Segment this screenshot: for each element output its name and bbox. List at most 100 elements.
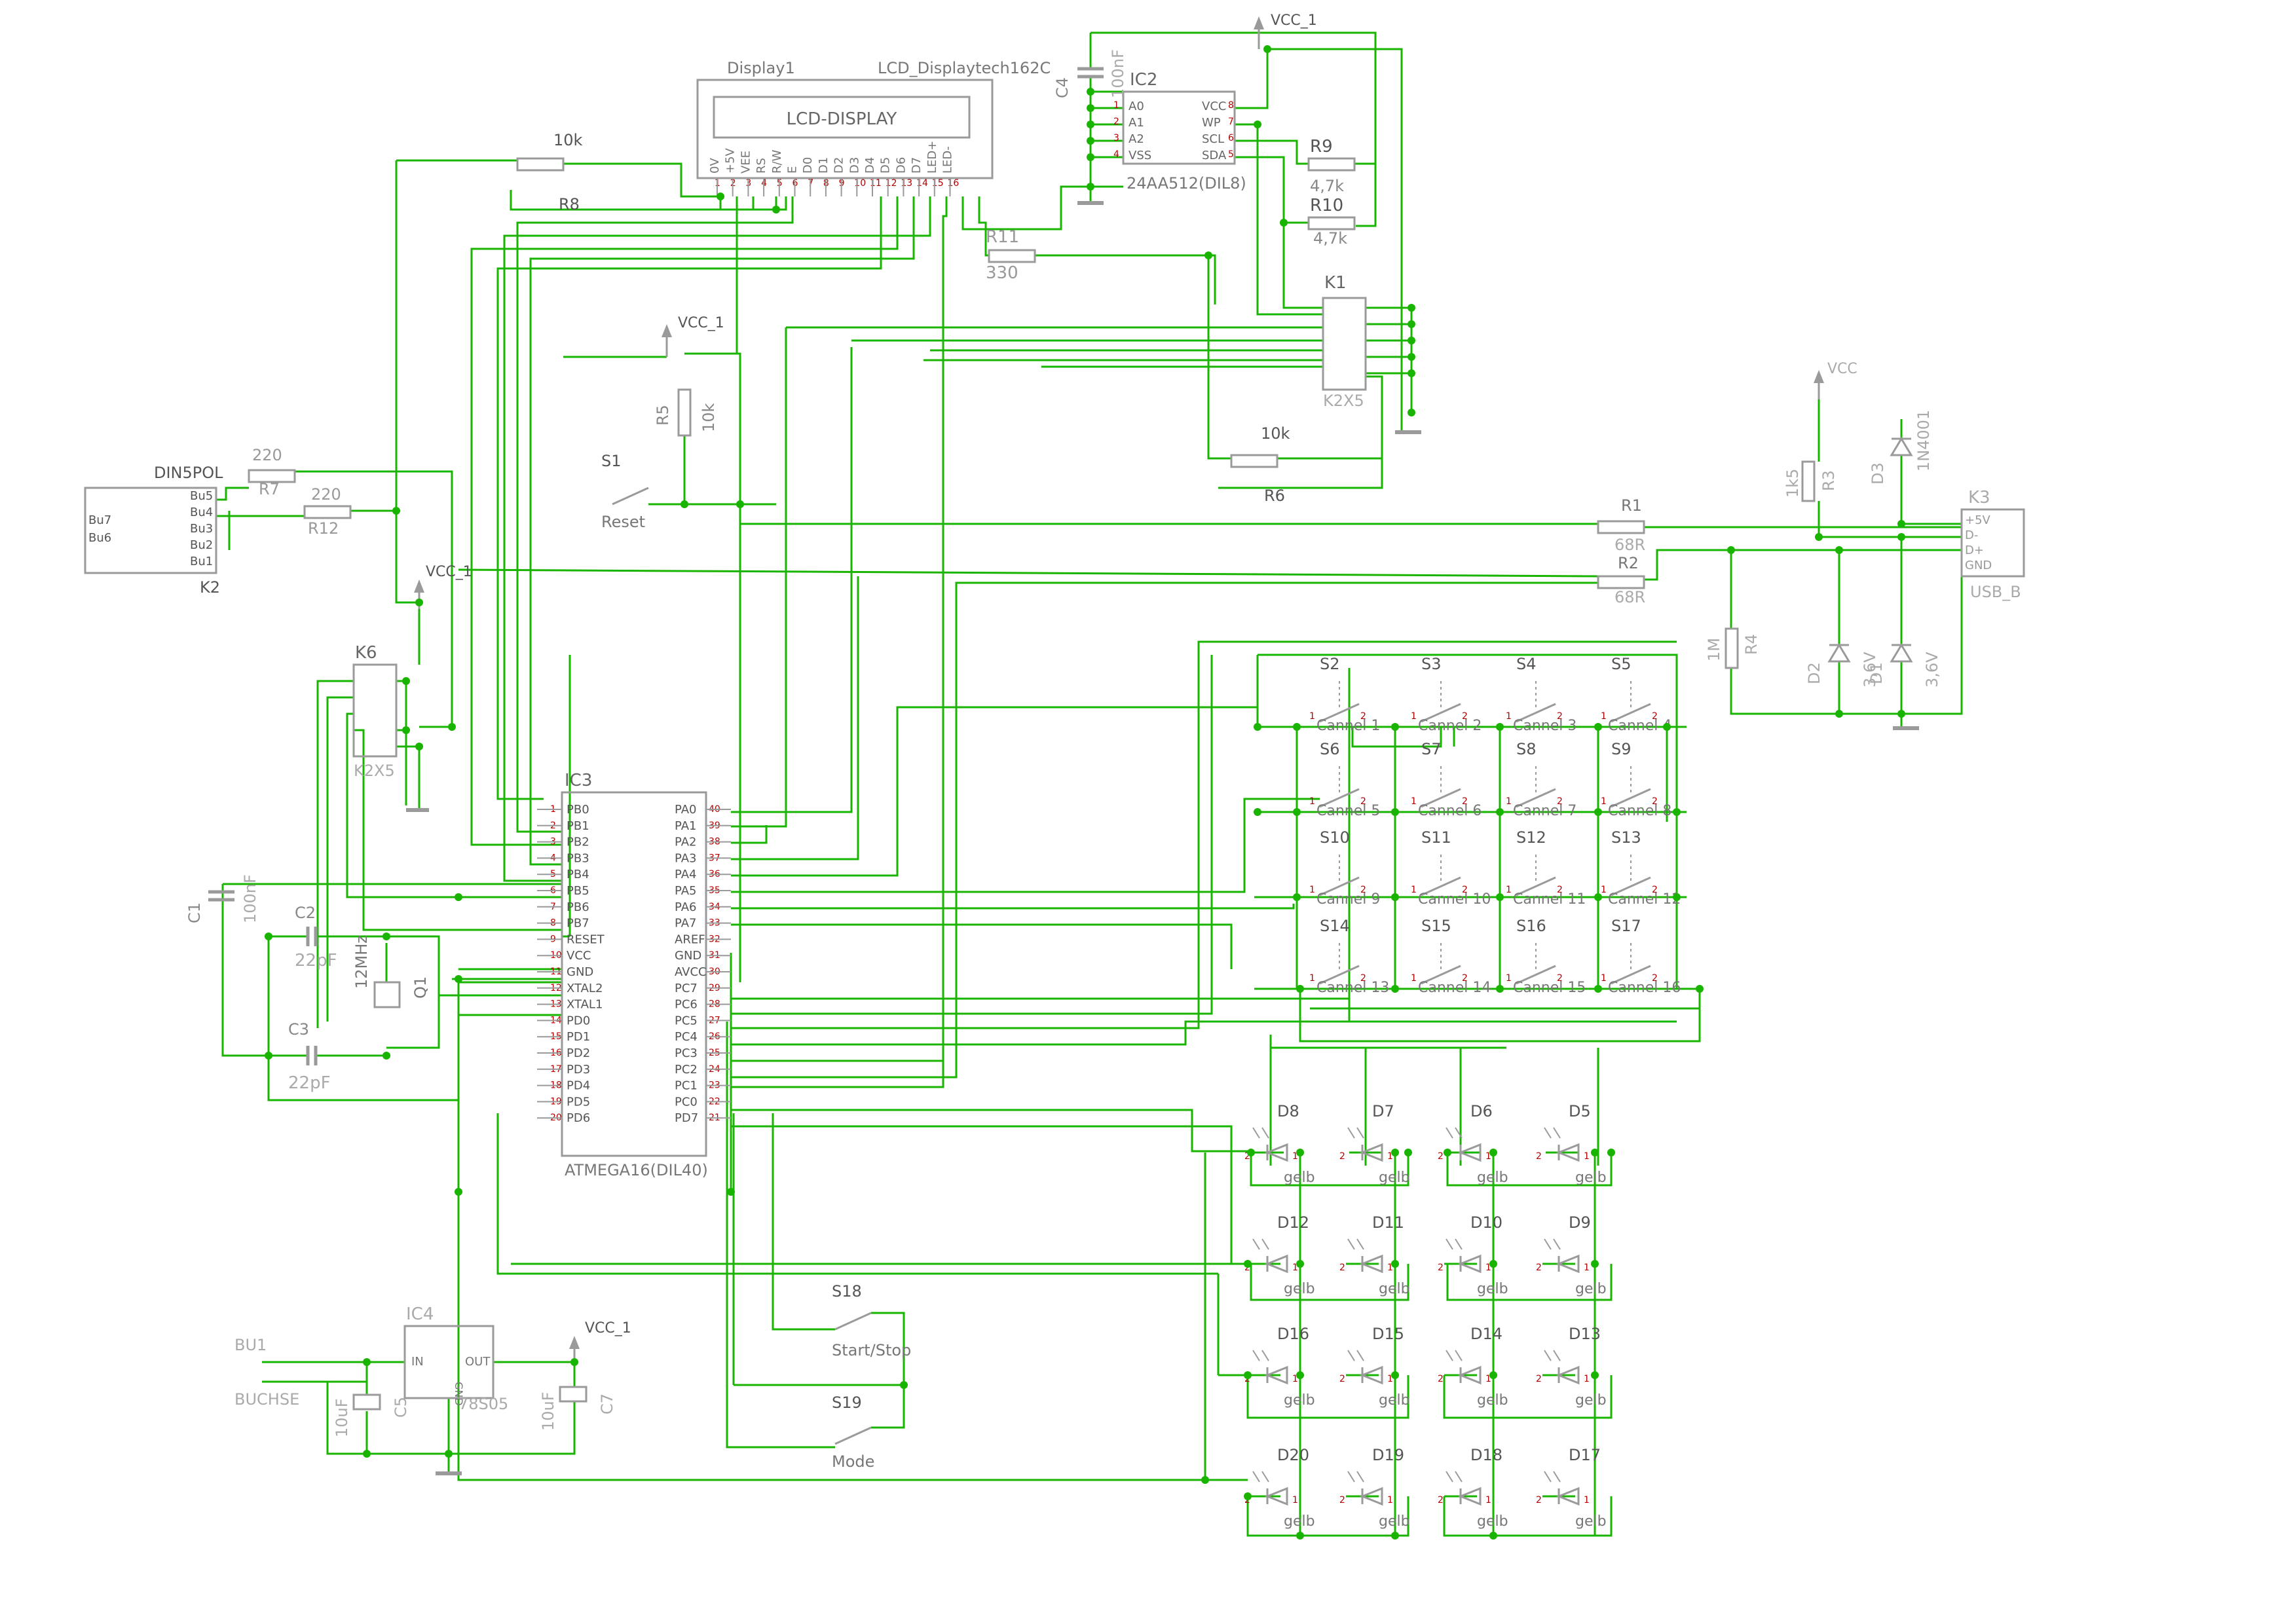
led-arrow bbox=[1544, 1350, 1552, 1361]
led-name: D5 bbox=[1569, 1102, 1591, 1120]
channel-switch-name: S13 bbox=[1611, 828, 1641, 847]
wire bbox=[731, 1020, 1677, 1046]
channel-switch-label: Cannel 5 bbox=[1316, 803, 1380, 819]
wire bbox=[457, 1126, 1205, 1481]
mcu-right-pin-pa0: PA0 bbox=[675, 803, 696, 817]
junction-dot bbox=[1293, 723, 1301, 731]
capacitor-c2: C2 22pF bbox=[295, 904, 337, 970]
lcd-pin-number: 12 bbox=[886, 178, 897, 189]
switch-lever bbox=[1319, 876, 1360, 896]
junction-dot bbox=[1391, 893, 1399, 901]
channel-switch-name: S3 bbox=[1421, 655, 1442, 673]
mcu-left-pin-pd0: PD0 bbox=[567, 1014, 590, 1027]
k2-pin-bu1: Bu1 bbox=[190, 555, 213, 568]
led-body bbox=[1457, 1143, 1482, 1162]
wire bbox=[396, 745, 420, 810]
eeprom-pin-number: 3 bbox=[1113, 133, 1119, 143]
lcd-pin-16: LED- bbox=[941, 146, 955, 174]
wire bbox=[326, 1382, 368, 1455]
wire bbox=[470, 196, 899, 846]
led-arrow bbox=[1356, 1471, 1364, 1483]
channel-switch-label: Cannel 3 bbox=[1513, 718, 1577, 734]
led-body bbox=[1359, 1365, 1383, 1385]
led-color: gelb bbox=[1575, 1170, 1607, 1186]
c1-value: 100nF bbox=[241, 874, 259, 923]
led-arrow bbox=[1455, 1350, 1463, 1361]
switch-pin-number: 1 bbox=[1411, 885, 1417, 895]
led-pin-number: 1 bbox=[1485, 1263, 1491, 1273]
led-color: gelb bbox=[1379, 1281, 1410, 1297]
led-color: gelb bbox=[1284, 1170, 1315, 1186]
junction-dot bbox=[1244, 1371, 1252, 1379]
led-arrow bbox=[1553, 1350, 1561, 1361]
mcu-left-pin-pd6: PD6 bbox=[567, 1111, 590, 1125]
k2-pin-bu5: Bu5 bbox=[190, 489, 213, 503]
eeprom-right-pin: WP bbox=[1202, 116, 1221, 130]
c4-value: 100nF bbox=[1109, 49, 1127, 98]
led-arrow bbox=[1553, 1238, 1561, 1250]
c2-value: 22pF bbox=[295, 951, 337, 970]
led-pin-number: 2 bbox=[1536, 1495, 1542, 1505]
q1-name: Q1 bbox=[411, 976, 430, 999]
junction-dot bbox=[900, 1381, 908, 1389]
led-name: D18 bbox=[1470, 1446, 1502, 1464]
junction-dot bbox=[1489, 1371, 1497, 1379]
led-arrow bbox=[1544, 1127, 1552, 1139]
eeprom-pin-number: 2 bbox=[1113, 117, 1119, 127]
mcu-left-pin-pb4: PB4 bbox=[567, 868, 589, 881]
channel-switch-name: S11 bbox=[1421, 828, 1451, 847]
led-pin-number: 2 bbox=[1244, 1151, 1250, 1162]
junction-dot bbox=[570, 1358, 578, 1366]
junction-dot bbox=[1087, 120, 1094, 128]
mcu-right-pin-pc5: PC5 bbox=[675, 1014, 698, 1027]
channel-switch-name: S10 bbox=[1320, 828, 1350, 847]
bu1-model: BUCHSE bbox=[234, 1390, 299, 1409]
led-pin-number: 2 bbox=[1244, 1495, 1250, 1505]
channel-switch-label: Cannel 7 bbox=[1513, 803, 1577, 819]
junction-dot bbox=[363, 1450, 371, 1458]
junction-dot bbox=[1727, 546, 1735, 554]
channel-switch-name: S9 bbox=[1611, 740, 1632, 758]
junction-dot bbox=[382, 932, 390, 940]
led-pin-number: 1 bbox=[1292, 1263, 1298, 1273]
c2-name: C2 bbox=[295, 904, 316, 922]
mcu-right-pin-pa5: PA5 bbox=[675, 884, 696, 898]
led-name: D15 bbox=[1372, 1325, 1404, 1343]
switch-pin-number: 2 bbox=[1557, 711, 1563, 722]
eeprom-left-pin: A1 bbox=[1129, 116, 1144, 130]
junction-dot bbox=[1408, 337, 1415, 344]
switch-pin-number: 1 bbox=[1601, 796, 1607, 807]
channel-switch-name: S6 bbox=[1320, 740, 1340, 758]
lcd-pin-4: RS bbox=[755, 158, 768, 174]
junction-dots bbox=[265, 45, 1905, 1540]
mcu-left-pin-xtal1: XTAL1 bbox=[567, 998, 603, 1012]
vcc-label-ic4: VCC_1 bbox=[585, 1320, 631, 1337]
channel-switch-name: S8 bbox=[1516, 740, 1537, 758]
led-body bbox=[1359, 1143, 1383, 1162]
wire bbox=[736, 196, 740, 355]
junction-dot bbox=[1594, 893, 1602, 901]
resistor-r11: R11 330 bbox=[986, 227, 1036, 283]
led-body bbox=[1556, 1486, 1580, 1506]
lcd-pin-8: D1 bbox=[817, 157, 830, 174]
channel-switch-name: S4 bbox=[1516, 655, 1537, 673]
junction-dot bbox=[1201, 1476, 1209, 1484]
r6-value: 10k bbox=[1261, 424, 1290, 443]
led-arrow bbox=[1347, 1238, 1355, 1250]
mcu-left-pin-pb3: PB3 bbox=[567, 851, 589, 865]
r7-name: R7 bbox=[259, 480, 280, 498]
connector-k1: K1 K2X5 bbox=[1322, 273, 1421, 434]
usb-pin-labels: +5VD-D+GND bbox=[1965, 513, 1992, 572]
led-pin-number: 1 bbox=[1387, 1374, 1393, 1384]
mcu-model: ATMEGA16(DIL40) bbox=[565, 1161, 708, 1179]
led-pin-number: 1 bbox=[1485, 1495, 1491, 1505]
junction-dot bbox=[681, 500, 688, 508]
junction-dot bbox=[772, 206, 780, 213]
led-arrow bbox=[1261, 1350, 1269, 1361]
junction-dot bbox=[455, 1188, 462, 1196]
k3-model: USB_B bbox=[1970, 583, 2021, 601]
r10-value: 4,7k bbox=[1313, 229, 1347, 248]
